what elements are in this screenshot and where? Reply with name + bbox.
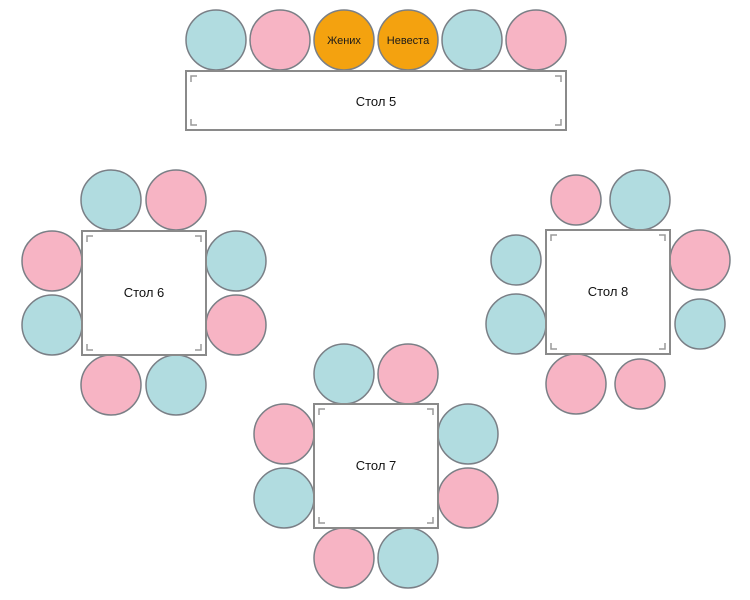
table-corner-mark: [550, 343, 557, 350]
seat-female: [669, 229, 731, 291]
seat-male: [437, 403, 499, 465]
seat-male: [441, 9, 503, 71]
table-corner-mark: [427, 408, 434, 415]
seat-female: [377, 343, 439, 405]
seat-male: [80, 169, 142, 231]
seat-groom-label: Жених: [327, 35, 361, 47]
seat-male: [490, 234, 542, 286]
seat-female: [80, 354, 142, 416]
table-corner-mark: [86, 235, 93, 242]
table-corner-mark: [86, 344, 93, 351]
table-7-group: Стол 7: [253, 343, 499, 589]
seat-bride-label: Невеста: [387, 35, 430, 47]
seat-male: [21, 294, 83, 356]
table-corner-mark: [195, 344, 202, 351]
table-corner-mark: [555, 119, 562, 126]
table-8-label: Стол 8: [588, 284, 629, 299]
table-7: [313, 403, 439, 529]
table-6: [81, 230, 207, 356]
seat-female: [145, 169, 207, 231]
seat-female: [437, 467, 499, 529]
seat-male: [609, 169, 671, 231]
seat-female: [313, 527, 375, 589]
table-corner-mark: [190, 75, 197, 82]
seat-female: [545, 353, 607, 415]
table-corner-mark: [555, 75, 562, 82]
table-6-label: Стол 6: [124, 285, 165, 300]
seat-male: [185, 9, 247, 71]
table-7-label: Стол 7: [356, 458, 397, 473]
seat-female: [205, 294, 267, 356]
table-5-group: Жених Невеста Стол 5: [185, 9, 567, 131]
seat-female: [550, 174, 602, 226]
table-corner-mark: [659, 343, 666, 350]
seat-male: [674, 298, 726, 350]
table-corner-mark: [550, 234, 557, 241]
seat-male: [145, 354, 207, 416]
table-5: [185, 70, 567, 131]
seat-female: [253, 403, 315, 465]
seat-female: [505, 9, 567, 71]
seat-male: [485, 293, 547, 355]
seat-female: [21, 230, 83, 292]
table-5-label: Стол 5: [356, 94, 397, 109]
seat-male: [253, 467, 315, 529]
table-8: [545, 229, 671, 355]
table-corner-mark: [318, 517, 325, 524]
seat-male: [313, 343, 375, 405]
seat-female: [249, 9, 311, 71]
table-corner-mark: [659, 234, 666, 241]
seat-female: [614, 358, 666, 410]
seat-male: [377, 527, 439, 589]
table-corner-mark: [318, 408, 325, 415]
table-corner-mark: [190, 119, 197, 126]
table-corner-mark: [195, 235, 202, 242]
table-8-group: Стол 8: [485, 169, 731, 415]
seat-male: [205, 230, 267, 292]
table-6-group: Стол 6: [21, 169, 267, 416]
table-corner-mark: [427, 517, 434, 524]
